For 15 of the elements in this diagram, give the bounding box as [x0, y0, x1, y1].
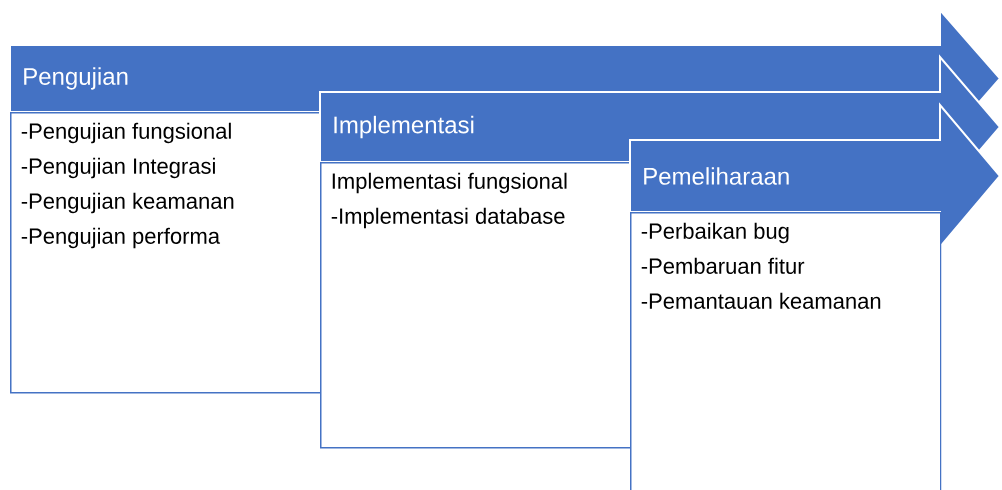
list-item: -Perbaikan bug — [641, 222, 789, 244]
list-item: -Pengujian keamanan — [21, 192, 234, 214]
list-item: -Pemantauan keamanan — [641, 292, 881, 309]
text-box — [320, 162, 632, 449]
list-item: -Implementasi database — [331, 207, 565, 229]
list-item: Implementasi fungsional — [332, 172, 567, 194]
text-box — [630, 212, 942, 490]
text-box — [10, 112, 322, 394]
node-label: Pengujian — [24, 67, 128, 90]
node-label: Pemeliharaan — [644, 167, 789, 185]
list-item: -Pengujian performa — [21, 227, 221, 249]
list-item: -Pengujian fungsional — [21, 122, 231, 144]
list-item: -Pengujian Integrasi — [21, 157, 215, 179]
list-item: -Pembaruan fitur — [641, 257, 805, 274]
node-label: Implementasi — [334, 115, 474, 139]
